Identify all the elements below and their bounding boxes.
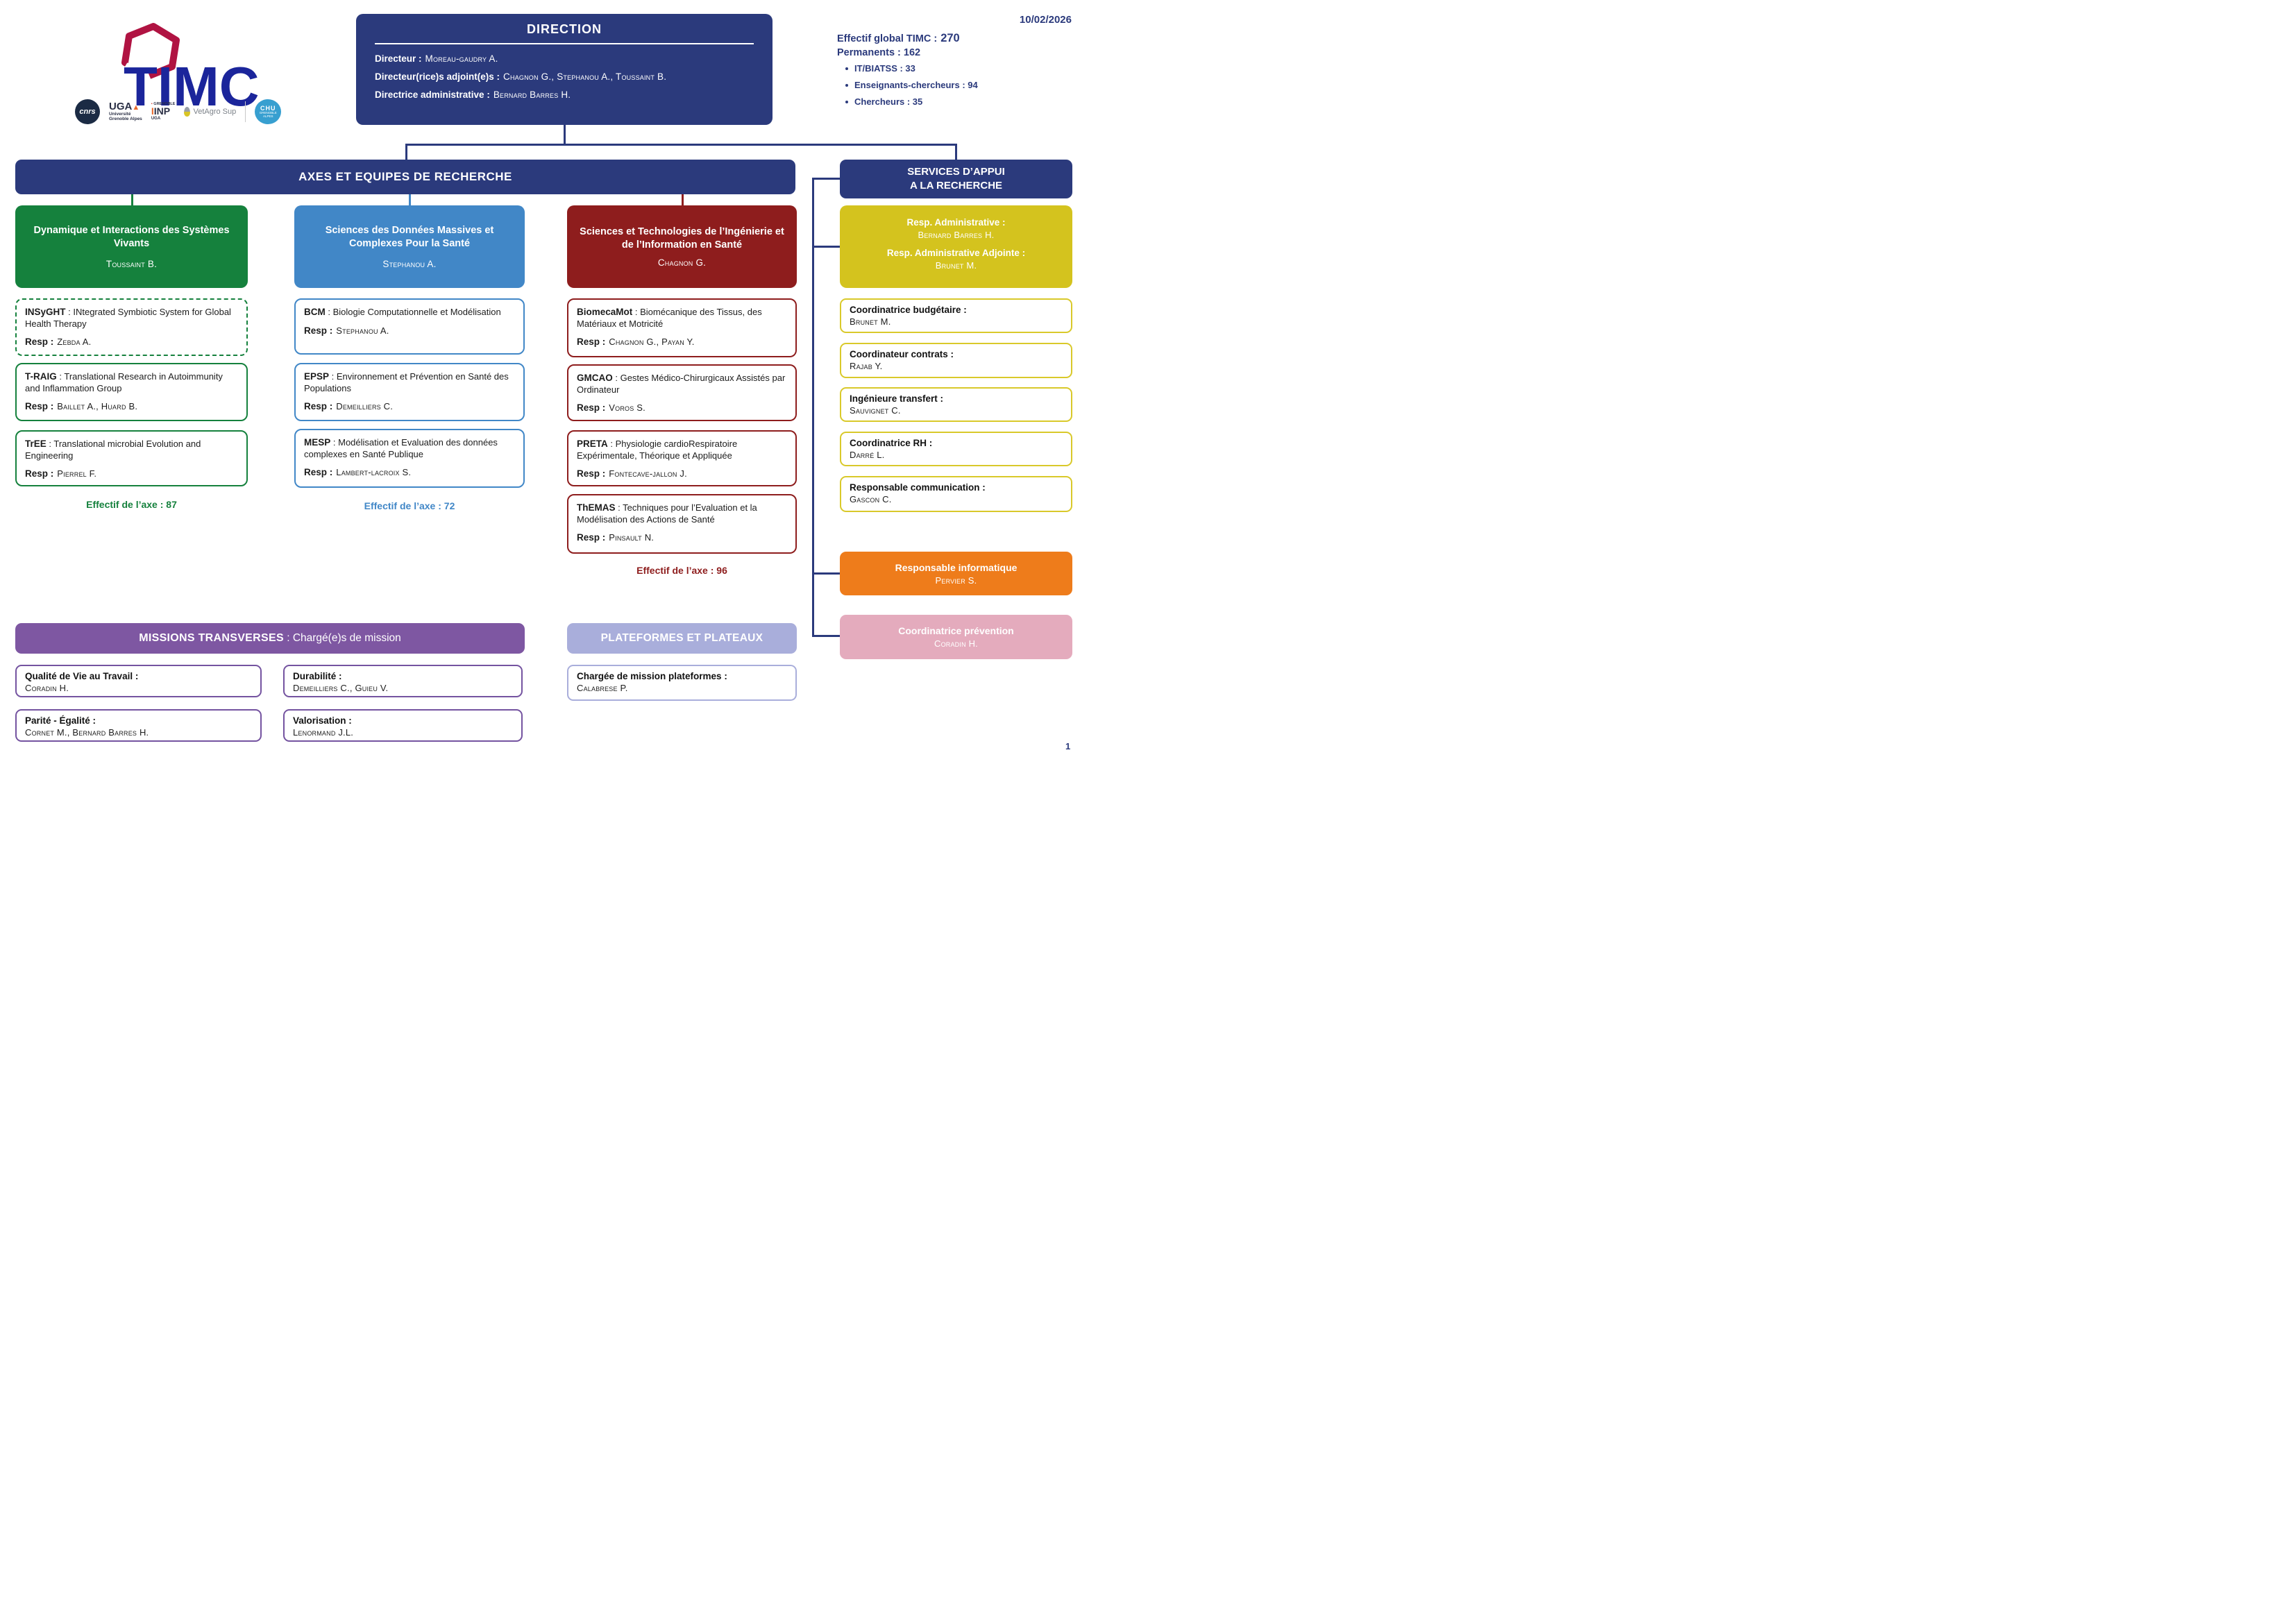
- mission-box-parite: Parité - Égalité :Cornet M., Bernard Bar…: [15, 709, 262, 742]
- service-box-transfert: Ingénieure transfert :Sauvignet C.: [840, 387, 1072, 422]
- bullet-dot-icon: [845, 83, 848, 87]
- plateformes-box: Chargée de mission plateformes : Calabre…: [567, 665, 797, 701]
- direction-row: Directeur(rice)s adjoint(e)s :Chagnon G.…: [375, 71, 667, 82]
- connector-to-axes: [405, 144, 407, 160]
- connector-direction-down: [564, 125, 566, 144]
- headcount-stats: Effectif global TIMC :270 Permanents : 1…: [837, 32, 1077, 113]
- logo-divider: [245, 101, 246, 122]
- date: 10/02/2026: [1019, 14, 1072, 26]
- mission-box-qvt: Qualité de Vie au Travail :Coradin H.: [15, 665, 262, 697]
- services-admin-box: Resp. Administrative : Bernard Barres H.…: [840, 205, 1072, 288]
- team-box-traig: T-RAIG : Translational Research in Autoi…: [15, 363, 248, 421]
- connector-admin-stub: [812, 246, 840, 248]
- stats-bullet: Chercheurs : 35: [837, 96, 1077, 107]
- team-box-themas: ThEMAS : Techniques pour l’Evaluation et…: [567, 494, 797, 554]
- missions-bar: MISSIONS TRANSVERSES : Chargé(e)s de mis…: [15, 623, 525, 654]
- stats-bullet: Enseignants-chercheurs : 94: [837, 80, 1077, 90]
- axis-header-ingenierie: Sciences et Technologies de l’Ingénierie…: [567, 205, 797, 288]
- prevention-box: Coordinatrice prévention Coradin H.: [840, 615, 1072, 659]
- connector-axis2: [409, 194, 411, 205]
- bullet-dot-icon: [845, 100, 848, 103]
- service-box-budget: Coordinatrice budgétaire :Brunet M.: [840, 298, 1072, 333]
- timc-logo-text: TIMC: [124, 56, 260, 117]
- service-box-contrats: Coordinateur contrats :Rajab Y.: [840, 343, 1072, 378]
- direction-row: Directeur :Moreau-gaudry A.: [375, 53, 498, 64]
- team-box-insyght: INSyGHT : INtegrated Symbiotic System fo…: [15, 298, 248, 356]
- chu-grenoble-logo: CHU GRENOBLE ALPES: [255, 99, 282, 124]
- services-bar: SERVICES D’APPUI A LA RECHERCHE: [840, 160, 1072, 198]
- timc-logo: TIMC: [75, 17, 297, 128]
- team-box-mesp: MESP : Modélisation et Evaluation des do…: [294, 429, 525, 488]
- connector-services-stub: [812, 178, 840, 180]
- axis1-headcount: Effectif de l’axe : 87: [86, 499, 177, 510]
- cnrs-logo: cnrs: [75, 99, 100, 124]
- service-box-communication: Responsable communication :Gascon C.: [840, 476, 1072, 512]
- connector-horizontal: [405, 144, 957, 146]
- axes-bar: AXES ET EQUIPES DE RECHERCHE: [15, 160, 795, 194]
- connector-informatique-stub: [812, 572, 840, 575]
- vetagro-drop-icon: [184, 107, 191, 117]
- axis-header-dynamique: Dynamique et Interactions des Systèmes V…: [15, 205, 248, 288]
- connector-axis1: [131, 194, 133, 205]
- direction-title: DIRECTION: [527, 22, 602, 36]
- team-box-gmcao: GMCAO : Gestes Médico-Chirurgicaux Assis…: [567, 364, 797, 421]
- inp-square-icon: ▪: [151, 101, 153, 106]
- direction-row: Directrice administrative :Bernard Barre…: [375, 90, 571, 100]
- informatique-box: Responsable informatique Pervier S.: [840, 552, 1072, 595]
- service-box-rh: Coordinatrice RH :Darré L.: [840, 432, 1072, 466]
- connector-axis3: [682, 194, 684, 205]
- connector-prevention-stub: [812, 635, 840, 637]
- team-box-bcm: BCM : Biologie Computationnelle et Modél…: [294, 298, 525, 355]
- axis2-headcount: Effectif de l’axe : 72: [364, 500, 455, 511]
- page-number: 1: [1065, 741, 1071, 751]
- bullet-dot-icon: [845, 67, 848, 70]
- direction-box: DIRECTION Directeur :Moreau-gaudry A. Di…: [356, 14, 773, 125]
- connector-services-vertical: [812, 178, 814, 637]
- axis3-headcount: Effectif de l’axe : 96: [636, 565, 727, 576]
- mission-box-valorisation: Valorisation :Lenormand J.L.: [283, 709, 523, 742]
- uga-logo: UGA▲ Université Grenoble Alpes: [109, 101, 142, 121]
- org-chart-page: 10/02/2026 1 TIMC cnrs UGA▲ Université G…: [0, 0, 1080, 763]
- plateformes-bar: PLATEFORMES ET PLATEAUX: [567, 623, 797, 654]
- stats-permanents: Permanents : 162: [837, 47, 921, 58]
- team-box-tree: TrEE : Translational microbial Evolution…: [15, 430, 248, 486]
- team-box-preta: PRETA : Physiologie cardioRespiratoire E…: [567, 430, 797, 486]
- mission-box-durabilite: Durabilité :Demeilliers C., Guieu V.: [283, 665, 523, 697]
- timc-hexagon-icon: [121, 23, 180, 80]
- direction-divider: [375, 43, 754, 44]
- team-box-epsp: EPSP : Environnement et Prévention en Sa…: [294, 363, 525, 421]
- team-box-biomecamot: BiomecaMot : Biomécanique des Tissus, de…: [567, 298, 797, 357]
- connector-to-services: [955, 144, 957, 160]
- partner-logos: cnrs UGA▲ Université Grenoble Alpes ▪ GR…: [75, 97, 282, 126]
- axis-header-donnees: Sciences des Données Massives et Complex…: [294, 205, 525, 288]
- stats-global: Effectif global TIMC :270: [837, 32, 960, 44]
- grenoble-inp-logo: ▪ GRENOBLE IINP UGA: [151, 101, 176, 121]
- vetagro-sup-logo: VetAgro Sup: [184, 107, 236, 117]
- uga-triangle-icon: ▲: [132, 103, 140, 112]
- stats-bullet: IT/BIATSS : 33: [837, 63, 1077, 74]
